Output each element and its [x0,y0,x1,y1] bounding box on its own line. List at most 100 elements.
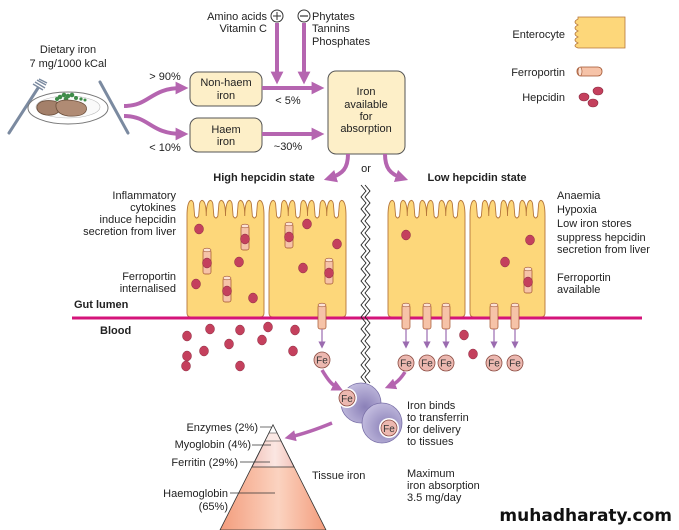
iron-ion: Fe [418,354,436,372]
haem-fraction: < 10% [149,142,181,154]
hepcidin [459,329,469,341]
svg-text:Maximum: Maximum [407,468,455,480]
svg-text:secretion from liver: secretion from liver [83,226,176,238]
tissue-iron-pyramid [219,424,327,530]
internalised-ferroportin [324,257,334,285]
arrow-to-nonhaem [123,81,189,108]
inhibitor-phytates: Phytates [312,11,355,23]
iron-ion: Fe [485,354,503,372]
plus-icon [270,9,284,23]
hepcidin [234,256,244,268]
legend-enterocyte-label: Enterocyte [512,29,565,41]
membrane-ferroportin [422,302,432,330]
legend-enterocyte-icon [574,16,626,49]
svg-text:Fe: Fe [341,394,353,405]
svg-text:Ferroportin: Ferroportin [557,272,611,284]
transferrin: Fe Fe [337,382,403,444]
iron-available-box: Iron available for absorption [327,70,406,155]
haemoglobin-label: Haemoglobin [163,488,228,500]
plate-icon [7,78,130,135]
inhibitor-phosphates: Phosphates [312,36,371,48]
myoglobin-label: Myoglobin (4%) [175,439,251,451]
svg-text:internalised: internalised [120,283,176,295]
svg-text:iron: iron [217,136,235,148]
ferritin-label: Ferritin (29%) [171,457,238,469]
haem-iron-box: Haem iron [189,117,263,153]
nonhaem-absorption-rate: < 5% [275,95,301,107]
iron-ion: Fe [337,388,357,408]
dietary-iron-amount: 7 mg/1000 kCal [29,58,106,70]
hepcidin [235,360,245,372]
svg-text:available: available [344,99,387,111]
svg-text:iron absorption: iron absorption [407,480,480,492]
or-label: or [361,163,371,175]
membrane-ferroportin [441,302,451,330]
haem-absorption-rate: ~30% [274,141,303,153]
svg-text:Fe: Fe [509,359,521,370]
hepcidin [224,338,234,350]
pyramid-haemoglobin [219,424,327,530]
internalised-ferroportin [202,247,212,275]
hepcidin [181,360,191,372]
internalised-ferroportin [222,275,232,303]
hepcidin [257,334,267,346]
svg-text:available: available [557,284,600,296]
pyramid-labels [230,426,275,494]
nonhaem-iron-box: Non-haem iron [189,71,263,107]
svg-text:Haem: Haem [211,124,240,136]
enhancer-vitamin-c: Vitamin C [220,23,268,35]
low-state-effect: Ferroportin available [557,272,611,296]
svg-text:Iron binds: Iron binds [407,400,456,412]
arrow-to-high-state [323,153,350,183]
hepcidin [525,234,535,246]
hepcidin [199,345,209,357]
svg-text:Ferroportin: Ferroportin [122,271,176,283]
hepcidin [182,350,192,362]
hepcidin [182,330,192,342]
svg-text:suppress hepcidin: suppress hepcidin [557,232,646,244]
svg-text:for delivery: for delivery [407,424,461,436]
hepcidin [401,229,411,241]
hepcidin [205,323,215,335]
hepcidin [288,345,298,357]
iron-ion: Fe [313,351,331,369]
iron-ion: Fe [379,418,399,438]
hepcidin [302,218,312,230]
legend-ferroportin-label: Ferroportin [511,67,565,79]
minus-icon [297,9,311,23]
section-divider [360,184,371,384]
iron-ion: Fe [437,354,455,372]
hepcidin [332,238,342,250]
blood-label: Blood [100,325,131,337]
svg-text:Anaemia: Anaemia [557,190,601,202]
hepcidin [500,256,510,268]
low-hepcidin-title: Low hepcidin state [427,172,526,184]
membrane-ferroportin [401,302,411,330]
hepcidin [191,278,201,290]
svg-text:secretion from liver: secretion from liver [557,244,650,256]
hepcidin [235,324,245,336]
membrane-ferroportin [489,302,499,330]
svg-text:Fe: Fe [488,359,500,370]
dietary-iron-label: Dietary iron 7 mg/1000 kCal [29,44,106,70]
pyramid-enzymes [268,424,278,434]
svg-text:Fe: Fe [400,359,412,370]
arrow-to-transferrin-right [384,371,407,390]
membrane-ferroportin [510,302,520,330]
legend-ferroportin-icon [576,66,603,77]
hepcidin [290,324,300,336]
internalised-ferroportin [284,221,294,249]
enzymes-label: Enzymes (2%) [186,422,258,434]
inhibitor-tannins: Tannins [312,23,350,35]
svg-text:absorption: absorption [340,123,391,135]
transferrin-label: Iron binds to transferrin for delivery t… [407,400,469,448]
high-state-cause: Inflammatory cytokines induce hepcidin s… [83,190,176,238]
arrow-to-transferrin-left [320,369,344,391]
gut-lumen-label: Gut lumen [74,299,129,311]
svg-text:iron: iron [217,90,235,102]
max-absorption-label: Maximum iron absorption 3.5 mg/day [407,468,480,504]
svg-text:to tissues: to tissues [407,436,454,448]
enterocyte [387,199,466,318]
enhancer-amino-acids: Amino acids [207,11,267,23]
svg-text:Non-haem: Non-haem [200,77,251,89]
